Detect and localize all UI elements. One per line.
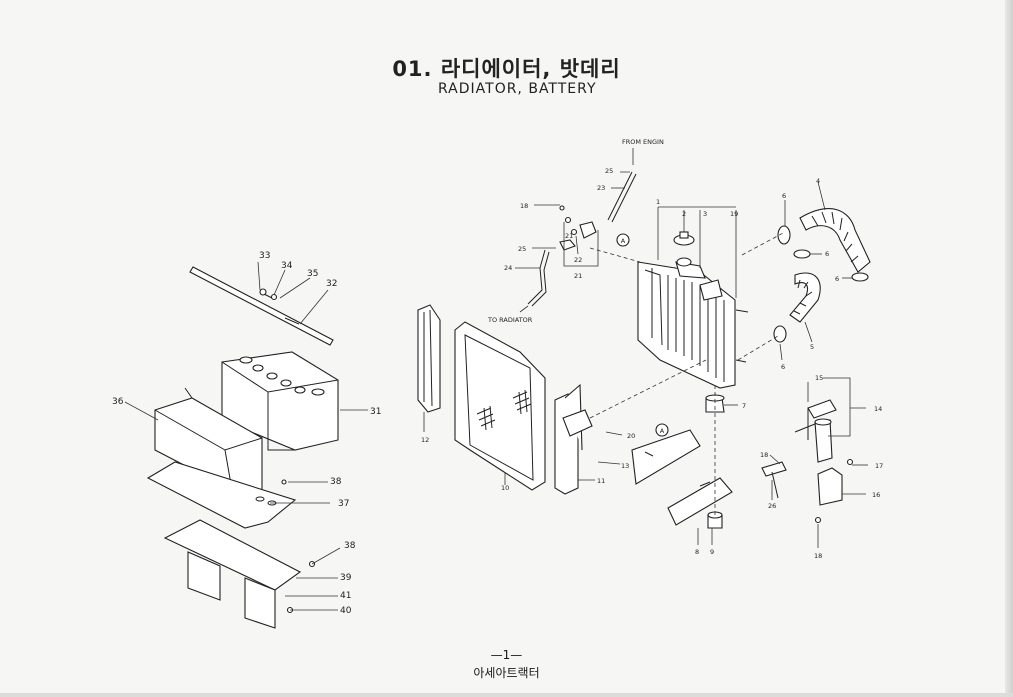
callout-24: 24 — [504, 264, 512, 272]
callout-4: 4 — [816, 177, 820, 185]
callout-21: 21 — [565, 232, 573, 240]
lower-hose — [789, 272, 821, 323]
side-seal-plate — [417, 304, 441, 413]
page-subtitle: RADIATOR, BATTERY — [438, 81, 597, 97]
tank-brackets — [761, 458, 854, 524]
callout-18: 18 — [520, 202, 528, 210]
callout-16: 16 — [872, 491, 880, 499]
callout-19: 19 — [730, 210, 738, 218]
leader-lines — [124, 148, 868, 611]
callout-39: 39 — [340, 573, 352, 583]
callout-2: 2 — [682, 210, 686, 218]
callout-6: 6 — [782, 192, 786, 200]
ref-a-lower: A — [660, 427, 665, 435]
callout-13: 13 — [621, 462, 629, 470]
callout-40: 40 — [340, 606, 352, 616]
callout-32: 32 — [326, 279, 337, 289]
callout-20: 20 — [627, 432, 635, 440]
title-korean: 라디에이터, 밧데리 — [440, 57, 621, 81]
callout-23: 23 — [597, 184, 605, 192]
from-engine-note: FROM ENGIN — [622, 138, 664, 146]
ref-a-upper: A — [621, 237, 626, 245]
page-title: 01. 라디에이터, 밧데리 — [0, 53, 1013, 83]
callout-22: 22 — [574, 256, 582, 264]
callout-17: 17 — [875, 462, 883, 470]
callout-9: 9 — [710, 548, 714, 556]
callout-6: 6 — [825, 250, 829, 258]
callout-3: 3 — [703, 210, 707, 218]
battery-tray — [146, 461, 297, 529]
hose-clamps — [773, 225, 869, 343]
callout-35: 35 — [307, 269, 318, 279]
callout-7: 7 — [742, 402, 746, 410]
page-number: —1— — [490, 648, 523, 662]
page-bottom-edge — [0, 693, 1013, 697]
callout-41: 41 — [340, 591, 351, 601]
callout-8: 8 — [695, 548, 699, 556]
callout-6: 6 — [835, 275, 839, 283]
callout-14: 14 — [874, 405, 882, 413]
product-name: 아세아트랙터 — [473, 666, 540, 680]
callout-21: 21 — [574, 272, 582, 280]
callout-18: 18 — [814, 552, 822, 560]
lower-cushion — [707, 511, 723, 529]
callout-10: 10 — [501, 484, 509, 492]
callout-38: 38 — [330, 477, 342, 487]
callout-18: 18 — [760, 451, 768, 459]
radiator-core — [637, 257, 749, 389]
callout-25: 25 — [518, 245, 526, 253]
radiator-cap — [673, 231, 695, 246]
section-number: 01. — [392, 57, 433, 81]
radiator-side-bracket — [554, 383, 593, 495]
callout-33: 33 — [259, 251, 270, 261]
radiator-screen — [454, 321, 546, 491]
page-edge-shadow — [1005, 0, 1013, 697]
callout-6: 6 — [781, 363, 785, 371]
battery-hold-down-rod — [189, 266, 334, 346]
battery — [221, 351, 339, 451]
callout-26: 26 — [768, 502, 776, 510]
pipe-fittings — [559, 205, 597, 239]
callout-37: 37 — [338, 499, 349, 509]
callout-1: 1 — [656, 198, 660, 206]
callout-11: 11 — [597, 477, 605, 485]
callout-31: 31 — [370, 407, 381, 417]
callout-34: 34 — [281, 261, 293, 271]
callout-38: 38 — [344, 541, 356, 551]
battery-bracket — [163, 519, 316, 629]
reserve-tank — [794, 399, 837, 463]
callout-5: 5 — [810, 343, 814, 351]
radiator-support-brackets — [631, 429, 733, 526]
reference-a-callouts: A A — [616, 233, 669, 437]
callout-15: 15 — [815, 374, 823, 382]
callout-36: 36 — [112, 397, 124, 407]
to-radiator-note: TO RADIATOR — [487, 316, 533, 324]
upper-hose — [799, 208, 871, 273]
callout-12: 12 — [421, 436, 429, 444]
callout-25: 25 — [605, 167, 613, 175]
